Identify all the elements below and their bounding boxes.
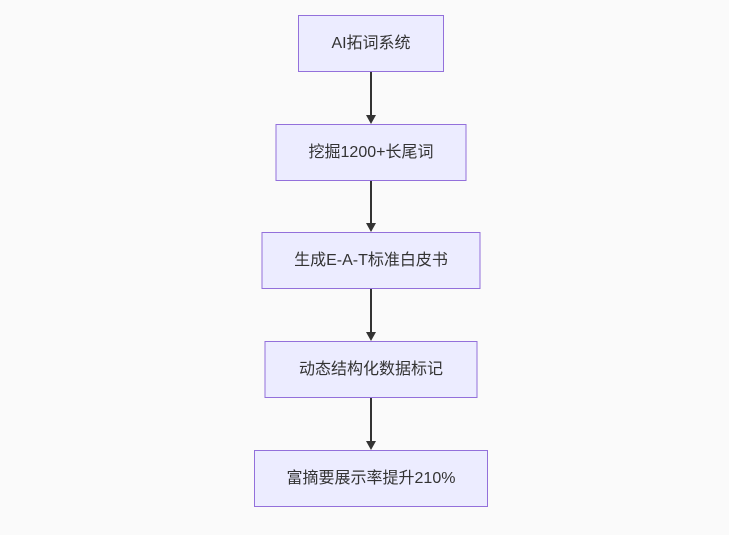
arrowhead-down-icon: [366, 441, 376, 450]
arrowhead-down-icon: [366, 115, 376, 124]
arrow-line: [370, 181, 372, 223]
node-label: 生成E-A-T标准白皮书: [294, 251, 448, 269]
flowchart-node-structured-data-markup: 动态结构化数据标记: [264, 341, 478, 398]
flowchart-node-longtail-mining: 挖掘1200+长尾词: [275, 124, 467, 181]
flowchart-node-eat-whitepaper: 生成E-A-T标准白皮书: [261, 232, 481, 289]
node-label: 富摘要展示率提升210%: [286, 469, 456, 487]
arrowhead-down-icon: [366, 332, 376, 341]
flowchart-node-rich-snippet-result: 富摘要展示率提升210%: [254, 450, 488, 507]
flowchart-node-ai-keyword-system: AI拓词系统: [298, 15, 444, 72]
arrowhead-down-icon: [366, 223, 376, 232]
arrow-line: [370, 398, 372, 441]
arrow-line: [370, 72, 372, 115]
arrow-line: [370, 289, 372, 332]
flow-arrow-4: [366, 398, 376, 450]
node-label: 动态结构化数据标记: [298, 360, 443, 378]
node-label: AI拓词系统: [331, 34, 411, 52]
flow-arrow-3: [366, 289, 376, 341]
node-label: 挖掘1200+长尾词: [308, 143, 434, 161]
flow-arrow-1: [366, 72, 376, 124]
flow-arrow-2: [366, 181, 376, 232]
